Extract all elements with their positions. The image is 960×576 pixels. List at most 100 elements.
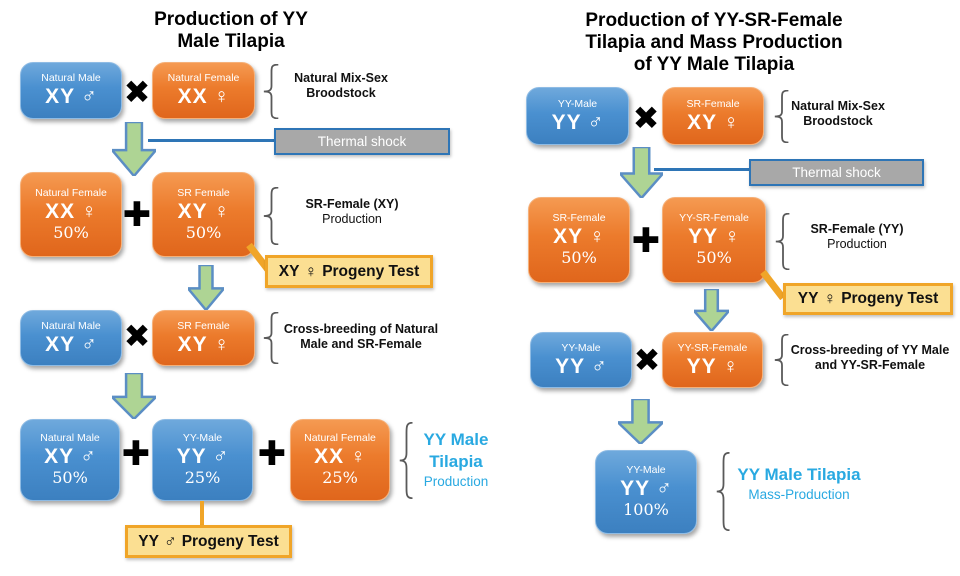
box-label: SR-Female	[552, 212, 606, 225]
genotype-text: XY	[553, 225, 584, 249]
brace-r1	[263, 64, 280, 119]
box-genotype: XY♀	[687, 111, 739, 134]
genotype-text: YY	[688, 225, 719, 249]
annotation-broodstock-right: Natural Mix-Sex Broodstock	[788, 99, 888, 129]
box-genotype: XX♀	[178, 85, 230, 108]
progeny-label: Progeny Test	[181, 532, 279, 550]
genotype-text: YY	[620, 477, 651, 501]
box-natural-male-r3: Natural Male XY♂	[20, 310, 122, 366]
plus-operator: ✚	[631, 221, 661, 261]
down-arrow	[112, 122, 156, 176]
box-genotype: XY♂	[44, 445, 96, 468]
progeny-genotype: XY	[278, 262, 300, 280]
box-yy-male-r3-right: YY-Male YY♂	[530, 332, 632, 388]
box-genotype: YY♂	[555, 355, 607, 378]
annotation-crossbreeding-right: Cross-breeding of YY Male and YY-SR-Fema…	[778, 343, 960, 373]
genotype-text: YY	[555, 354, 586, 378]
box-label: YY-Male	[557, 97, 598, 110]
brace-r3-right	[774, 334, 790, 386]
brace-r4	[399, 422, 414, 499]
annotation-line: SR-Female (XY)	[305, 197, 399, 211]
genotype-text: XY	[44, 445, 75, 469]
annotation-sr-female-xy: SR-Female (XY) Production	[284, 197, 420, 227]
box-sr-female-r1-right: SR-Female XY♀	[662, 87, 764, 145]
box-genotype: XX♀	[45, 200, 97, 223]
progeny-test-yy-female: YY♀Progeny Test	[783, 283, 953, 315]
box-label: Natural Male	[41, 72, 101, 85]
box-label: SR Female	[177, 186, 230, 199]
annotation-line: and YY-SR-Female	[814, 358, 926, 372]
annotation-crossbreeding-left: Cross-breeding of Natural Male and SR-Fe…	[270, 322, 452, 352]
brace-r3	[263, 312, 280, 364]
annotation-line: Mass-Production	[748, 487, 850, 503]
male-symbol: ♂	[591, 354, 607, 378]
box-natural-male-r4: Natural Male XY♂ 50%	[20, 419, 120, 501]
plus-operator: ✚	[257, 434, 287, 474]
box-genotype: YY♀	[688, 225, 740, 248]
progeny-label: Progeny Test	[322, 262, 420, 280]
progeny-genotype: YY	[138, 532, 159, 550]
annotation-line: Broodstock	[803, 114, 873, 128]
right-panel-title: Production of YY-SR-Female Tilapia and M…	[532, 10, 896, 76]
box-sr-female-r2-right: SR-Female XY♀ 50%	[528, 197, 630, 283]
female-symbol: ♀	[823, 289, 837, 308]
annotation-line: Production	[322, 212, 382, 226]
genotype-text: XY	[177, 199, 208, 223]
box-label: YY-Male	[182, 432, 223, 445]
genotype-text: XY	[45, 85, 76, 109]
cross-operator: ✖	[632, 99, 660, 137]
box-genotype: XY♀	[178, 200, 230, 223]
cross-operator: ✖	[123, 317, 151, 355]
right-title-line2: Tilapia and Mass Production	[585, 32, 843, 54]
annotation-yy-male-mass-production: YY Male Tilapia Mass-Production	[725, 464, 873, 504]
right-title-line1: Production of YY-SR-Female	[585, 10, 843, 31]
progeny-connector	[200, 501, 204, 526]
female-symbol: ♀	[213, 85, 230, 109]
plus-operator: ✚	[121, 434, 151, 474]
thermal-connector-line	[148, 139, 275, 142]
progeny-label: Progeny Test	[841, 290, 939, 307]
box-label: SR-Female	[686, 97, 740, 110]
box-yy-male-r4: YY-Male YY♂ 25%	[152, 419, 253, 501]
box-label: YY-Male	[626, 464, 666, 477]
genotype-text: YY	[686, 354, 717, 378]
box-natural-female-r2: Natural Female XX♀ 50%	[20, 172, 122, 257]
box-sr-female-r2: SR Female XY♀ 50%	[152, 172, 255, 257]
down-arrow	[112, 373, 156, 419]
male-symbol: ♂	[81, 332, 97, 356]
annotation-yy-male-tilapia-production: YY Male Tilapia Production	[410, 429, 502, 491]
box-genotype: YY♂	[177, 445, 229, 468]
box-genotype: XY♂	[45, 85, 97, 108]
annotation-line: Broodstock	[306, 86, 376, 100]
box-percent: 25%	[184, 468, 221, 488]
box-percent: 50%	[53, 222, 89, 242]
box-genotype: YY♂	[552, 111, 604, 134]
brace-r2	[263, 187, 280, 245]
box-yy-sr-female-r2-right: YY-SR-Female YY♀ 50%	[662, 197, 766, 283]
box-label: SR Female	[177, 319, 230, 332]
genotype-text: XX	[45, 199, 76, 223]
box-label: Natural Female	[167, 72, 240, 85]
female-symbol: ♀	[213, 199, 230, 223]
box-natural-female-r4: Natural Female XX♀ 25%	[290, 419, 390, 501]
annotation-sr-female-yy: SR-Female (YY) Production	[790, 222, 924, 252]
box-genotype: YY♂	[620, 477, 672, 500]
female-symbol: ♀	[724, 225, 740, 249]
female-symbol: ♀	[304, 261, 318, 281]
down-arrow	[620, 147, 663, 198]
box-label: Natural Male	[41, 319, 101, 332]
progeny-test-xy-female: XY♀Progeny Test	[265, 255, 433, 288]
thermal-shock-box-left: Thermal shock	[274, 128, 450, 155]
progeny-connector	[760, 270, 786, 300]
box-label: Natural Male	[40, 432, 100, 445]
box-genotype: XX♀	[314, 445, 366, 468]
brace-r1-right	[774, 90, 790, 143]
box-genotype: XY♀	[178, 333, 230, 356]
box-percent: 100%	[623, 500, 669, 520]
box-label: YY-Male	[561, 341, 601, 354]
box-sr-female-r3: SR Female XY♀	[152, 310, 255, 366]
box-yy-sr-female-r3-right: YY-SR-Female YY♀	[662, 332, 763, 388]
annotation-line: Male and SR-Female	[300, 337, 422, 351]
male-symbol: ♂	[587, 110, 604, 134]
